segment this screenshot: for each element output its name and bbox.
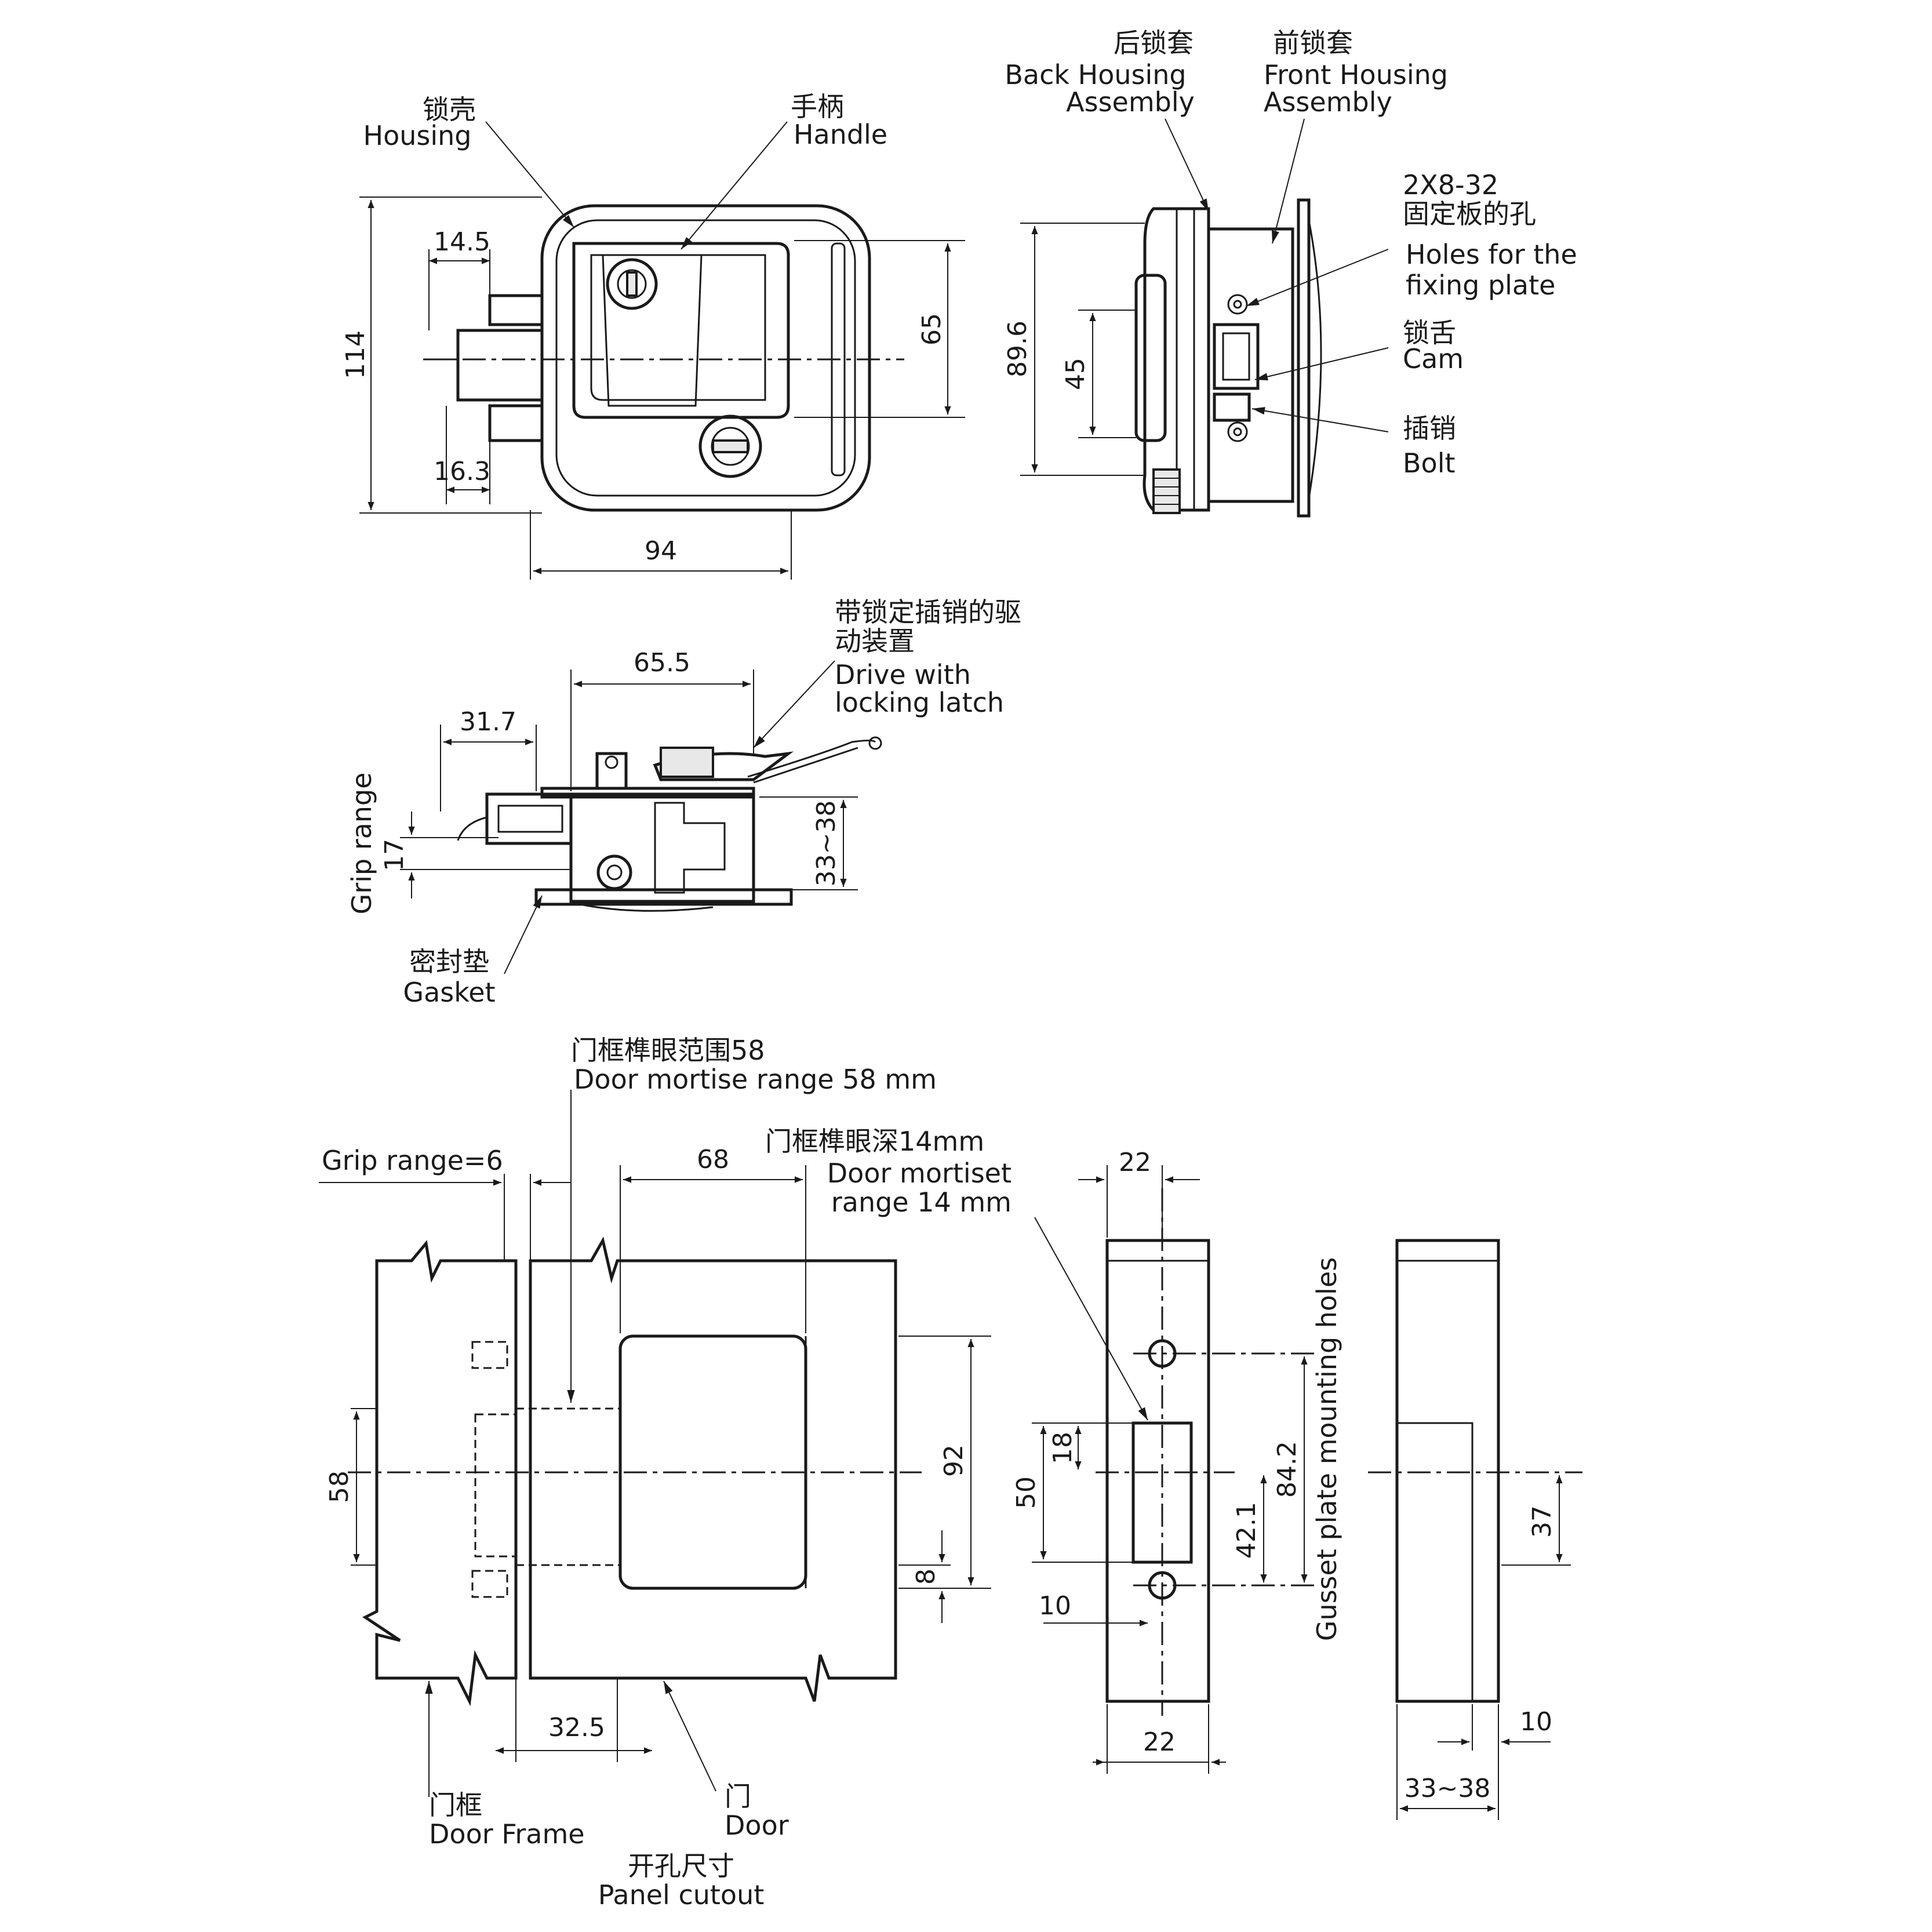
- door-label-zh: 门: [725, 1781, 751, 1812]
- dim-10-edge: 10: [1520, 1707, 1552, 1737]
- drive-label-zh-2: 动装置: [835, 625, 915, 657]
- mortise-14-label-en-1: Door mortiset: [827, 1158, 1012, 1189]
- gasket-label-en: Gasket: [403, 977, 495, 1008]
- grip-range-6-label: Grip range=6: [322, 1145, 503, 1176]
- gasket-label-zh: 密封垫: [409, 946, 489, 977]
- back-housing-label-zh: 后锁套: [1114, 27, 1194, 59]
- door-label-en: Door: [725, 1810, 789, 1841]
- dim-18: 18: [1048, 1432, 1078, 1464]
- dim-37: 37: [1527, 1505, 1557, 1538]
- door-frame-label-zh: 门框: [429, 1789, 482, 1821]
- front-housing-plate: [1297, 198, 1311, 518]
- handle-label-en: Handle: [794, 119, 887, 150]
- mortise-14-label-en-2: range 14 mm: [831, 1187, 1012, 1218]
- dim-22-bottom: 22: [1143, 1727, 1176, 1757]
- holes-label-zh: 固定板的孔: [1403, 198, 1536, 230]
- dim-14-5: 14.5: [434, 227, 490, 257]
- handle-label-zh: 手柄: [791, 91, 844, 122]
- bolt-block: [1213, 392, 1251, 422]
- dim-65: 65: [917, 313, 947, 345]
- mortise-58-label-zh: 门框榫眼范围58: [571, 1035, 765, 1066]
- mortise-14-label-zh: 门框榫眼深14mm: [765, 1126, 984, 1157]
- dim-65-5: 65.5: [634, 648, 690, 678]
- dim-50: 50: [1012, 1476, 1041, 1509]
- front-housing-label-en-2: Assembly: [1264, 86, 1392, 118]
- cam-block: [1213, 323, 1260, 390]
- drive-label-en-1: Drive with: [835, 659, 971, 690]
- edge-plate-outline: [1395, 1239, 1500, 1703]
- dim-33-38-edge: 33~38: [1405, 1774, 1491, 1803]
- dim-16-3: 16.3: [434, 457, 490, 486]
- cam-projection-upper: [488, 294, 544, 326]
- panel-cutout: [618, 1334, 807, 1590]
- dim-58: 58: [325, 1471, 354, 1503]
- dim-17: 17: [380, 839, 409, 871]
- section-screw: [596, 854, 632, 890]
- door-frame-label-en: Door Frame: [429, 1818, 585, 1850]
- bolt-label-zh: 插销: [1403, 413, 1456, 444]
- dim-84-2: 84.2: [1272, 1441, 1302, 1498]
- panel-cutout-label-en: Panel cutout: [598, 1879, 765, 1911]
- drive-label-en-2: locking latch: [835, 687, 1004, 718]
- dim-45: 45: [1061, 358, 1090, 390]
- back-housing-label-en-1: Back Housing: [1005, 59, 1186, 90]
- panel-cutout-label-zh: 开孔尺寸: [628, 1850, 734, 1882]
- dim-31-7: 31.7: [460, 707, 516, 737]
- front-housing-label-en-1: Front Housing: [1264, 59, 1448, 90]
- door-outline: [529, 1236, 897, 1702]
- back-housing-label-en-2: Assembly: [1066, 86, 1195, 118]
- top-view: 14.5 16.3 114 65 94 锁壳 Housing 手柄 Handle: [341, 91, 965, 580]
- dim-42-1: 42.1: [1232, 1502, 1261, 1559]
- dim-8: 8: [911, 1569, 941, 1585]
- dim-22-top: 22: [1119, 1148, 1151, 1177]
- dim-32-5: 32.5: [548, 1713, 605, 1742]
- edge-view: 37 10 33~38: [1368, 1239, 1582, 1820]
- latch-body: [569, 792, 755, 903]
- gusset-plate-outline: [1105, 1239, 1210, 1703]
- front-housing-label-zh: 前锁套: [1273, 27, 1353, 59]
- bolt-label-en: Bolt: [1403, 447, 1456, 479]
- grip-range-label: Grip range: [346, 773, 377, 915]
- side-view: 89.6 45 后锁套 Back Housing Assembly 前锁套 Fr…: [1003, 27, 1577, 518]
- handle-paddle: [602, 254, 703, 407]
- gusset-mounting-holes-label: Gusset plate mounting holes: [1311, 1257, 1342, 1641]
- fixing-hole-lower: [1227, 421, 1248, 442]
- cam-label-zh: 锁舌: [1403, 317, 1456, 348]
- dim-10-gusset: 10: [1039, 1591, 1071, 1621]
- dim-94: 94: [645, 536, 677, 566]
- section-view: 65.5 31.7 33~38 17 Grip range 带锁定插销的驱 动装…: [346, 596, 1021, 1008]
- cam-label-en: Cam: [1403, 343, 1464, 374]
- door-frame-outline: [362, 1240, 518, 1707]
- handle-lock-cylinder: [606, 258, 658, 310]
- gusset-view: 22 22 18 50 10 42.1 84.2 Gusset plate mo…: [1012, 1148, 1342, 1774]
- handle-recess: [572, 242, 790, 419]
- dim-33-38: 33~38: [812, 801, 841, 887]
- drive-label-zh-1: 带锁定插销的驱: [835, 596, 1021, 628]
- fixing-hole-upper: [1227, 294, 1248, 315]
- dim-114: 114: [341, 330, 370, 379]
- cutout-view: 58 68 92 8 32.5 Grip range=6 门框榫眼范围58 Do…: [319, 1035, 1012, 1911]
- dim-92: 92: [939, 1445, 969, 1477]
- bottom-lock-cylinder: [698, 414, 762, 478]
- housing-label-en: Housing: [363, 120, 472, 151]
- dim-68: 68: [697, 1145, 729, 1174]
- drive-knurl: [1152, 468, 1181, 514]
- holes-spec: 2X8-32: [1403, 169, 1498, 201]
- holes-label-en-2: fixing plate: [1406, 270, 1555, 301]
- holes-label-en-1: Holes for the: [1406, 239, 1577, 270]
- mortise-58-label-en: Door mortise range 58 mm: [574, 1064, 937, 1095]
- handle-side: [1134, 274, 1167, 442]
- housing-label-zh: 锁壳: [423, 94, 476, 125]
- dim-89-6: 89.6: [1003, 321, 1032, 377]
